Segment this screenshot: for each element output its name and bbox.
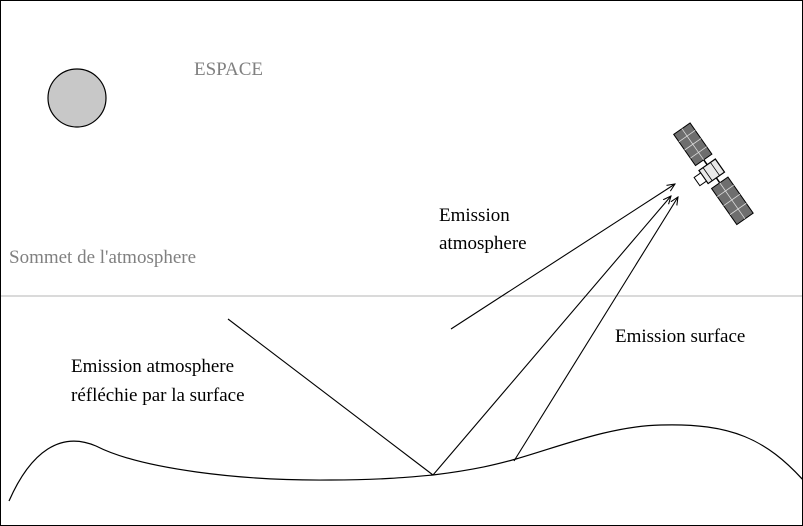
top-of-atmosphere-label: Sommet de l'atmosphere xyxy=(9,247,197,268)
reflected-emission-label-line2: réfléchie par la surface xyxy=(71,385,245,406)
reflected-to-satellite-arrow xyxy=(432,196,671,476)
surface-emission-arrow xyxy=(513,197,678,462)
satellite-icon xyxy=(673,122,754,226)
earth-surface-curve xyxy=(8,424,802,502)
reflected-emission-label-line1: Emission atmosphere xyxy=(71,356,235,377)
atmosphere-emission-label-line1: Emission xyxy=(439,205,510,226)
atmosphere-emission-label-line2: atmosphere xyxy=(439,233,527,254)
sun-icon xyxy=(47,68,107,128)
space-label: ESPACE xyxy=(194,59,263,80)
surface-emission-label: Emission surface xyxy=(615,326,746,347)
reflected-emission-ray xyxy=(227,318,434,476)
atmosphere-emission-arrow xyxy=(450,184,675,330)
